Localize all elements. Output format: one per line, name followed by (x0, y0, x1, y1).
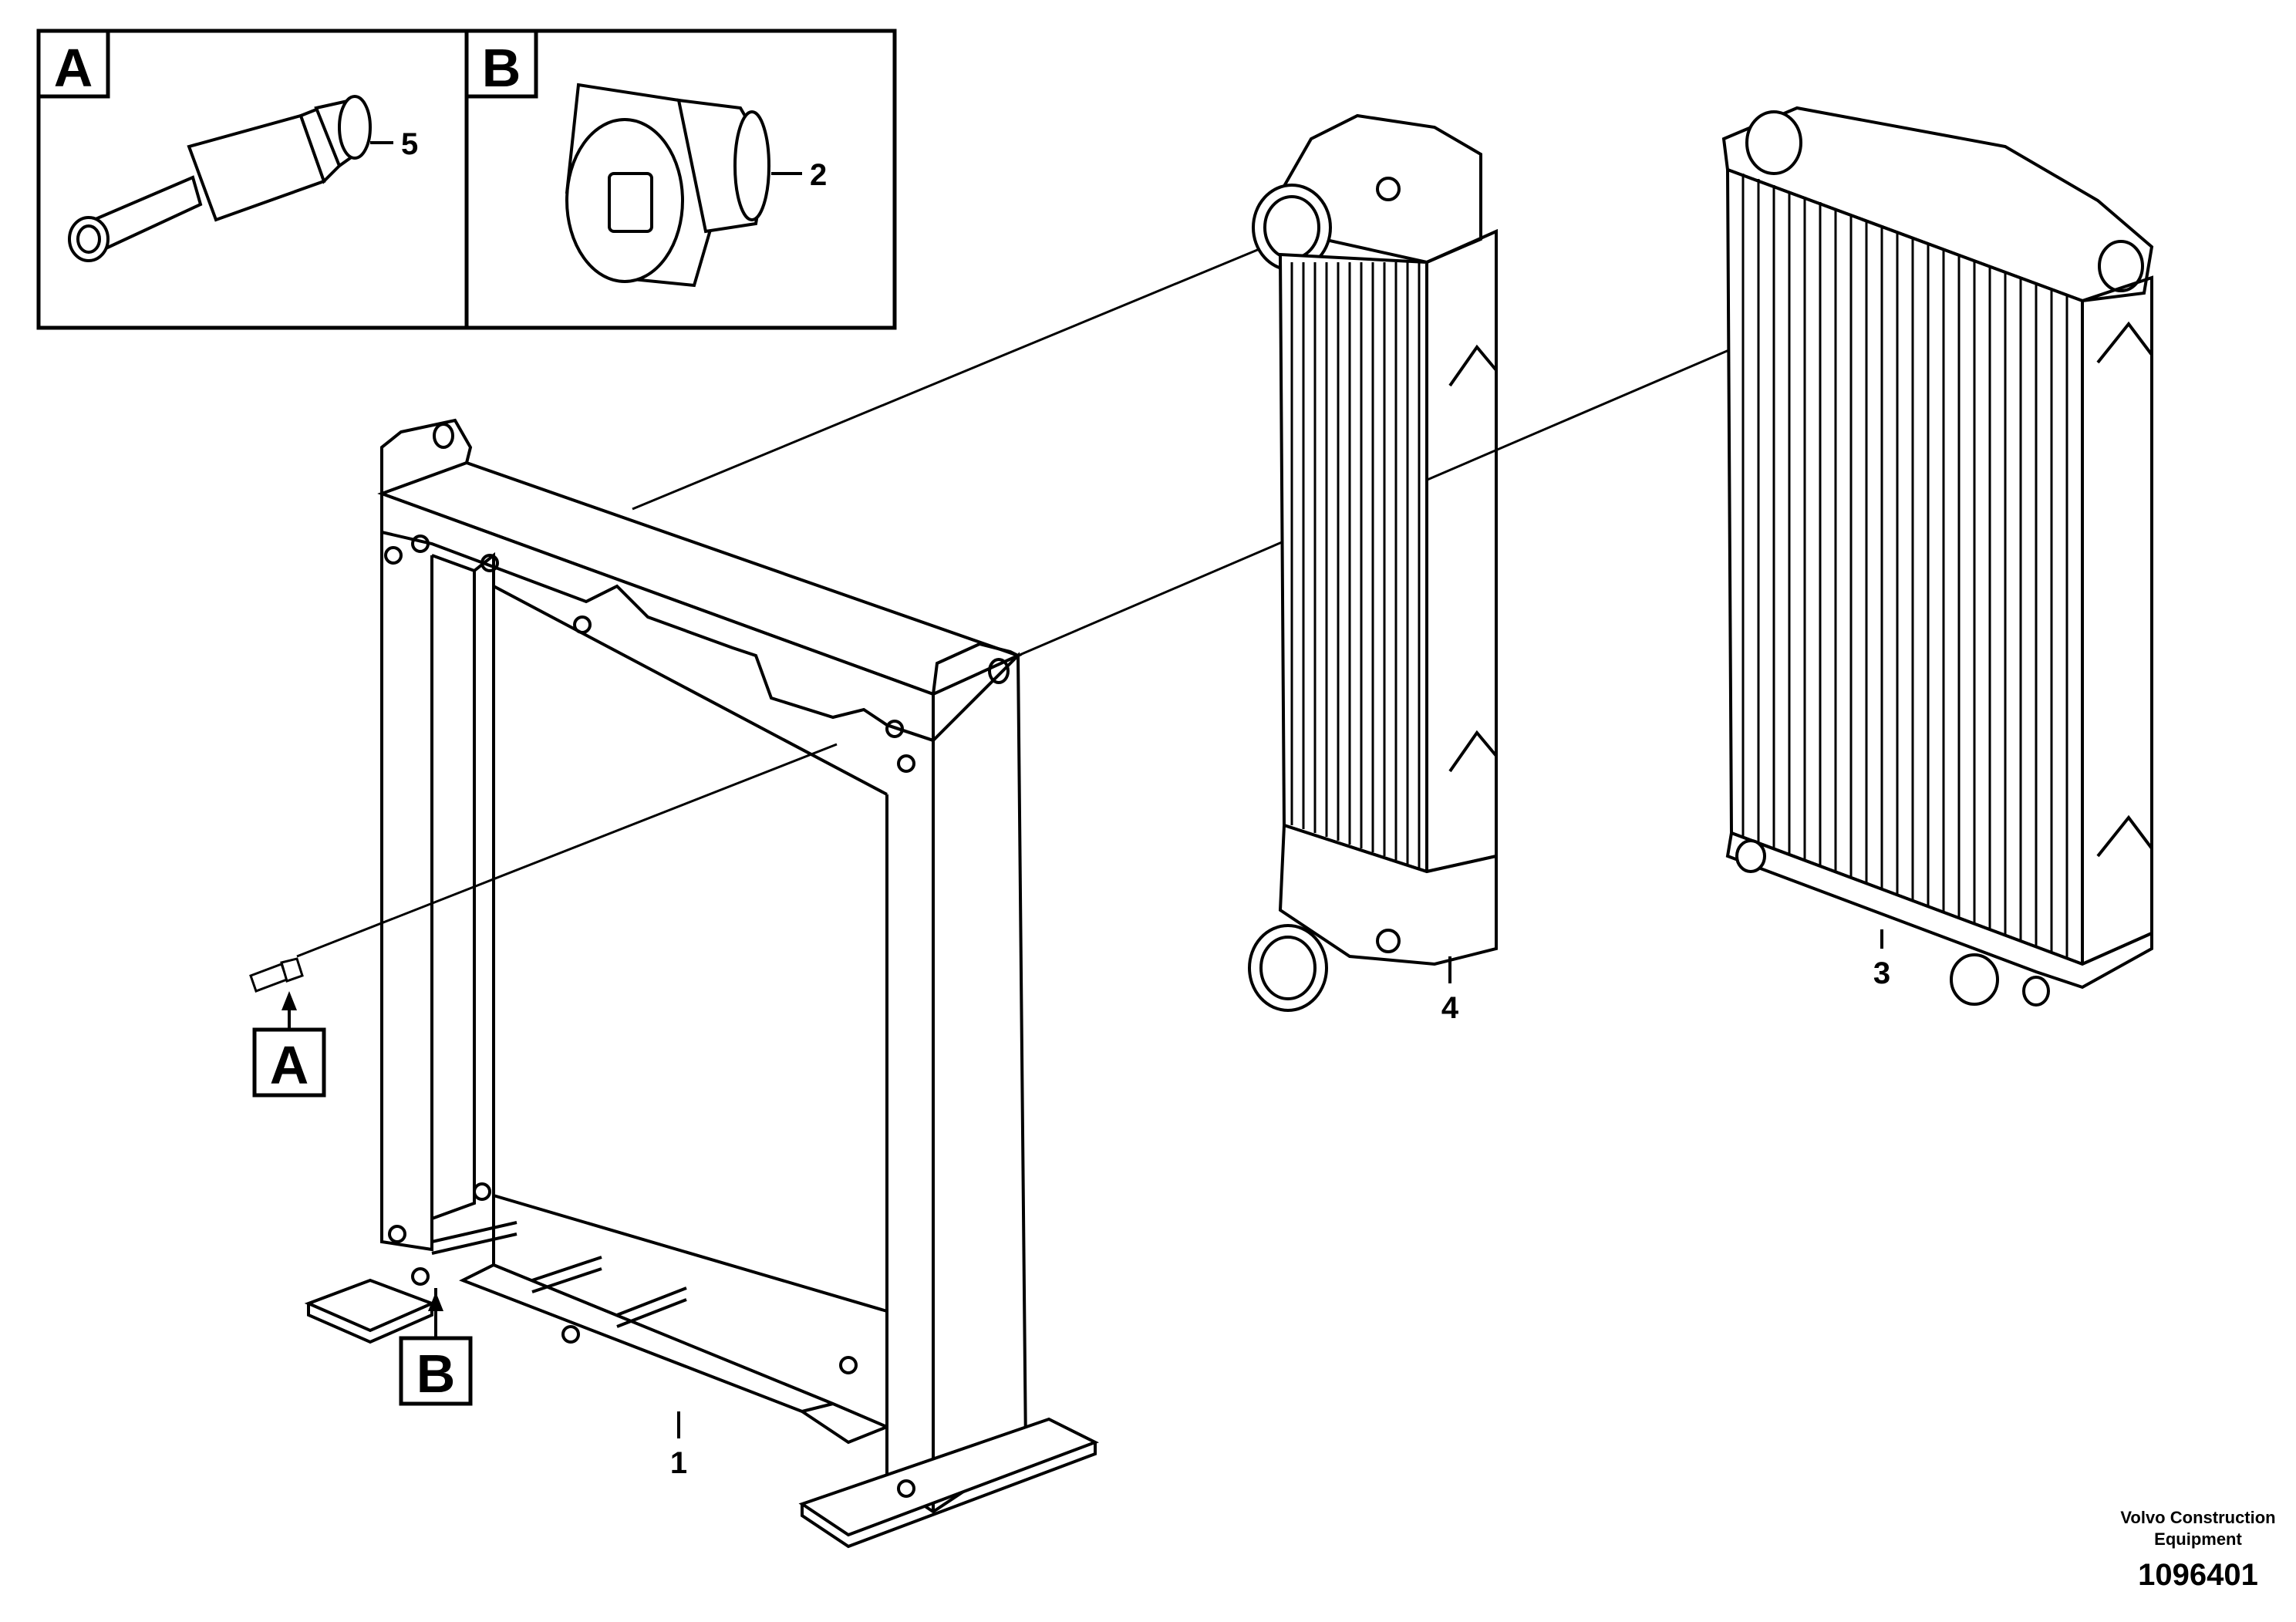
part-label-3: 3 (1873, 956, 1890, 990)
part-label-4: 4 (1441, 991, 1459, 1025)
detail-box-b-letter: B (482, 38, 521, 98)
callout-b-letter: B (416, 1344, 456, 1404)
brand-line-1: Volvo Construction (2120, 1508, 2275, 1527)
fitting-detail-a-location (249, 957, 304, 993)
radiator-part-3 (1721, 106, 2154, 1007)
detail-box-a-letter: A (54, 38, 93, 98)
callout-a-letter: A (270, 1035, 309, 1095)
part-label-5: 5 (401, 127, 418, 161)
drawing-number: 1096401 (2138, 1558, 2258, 1592)
frame-part-1 (304, 418, 1099, 1549)
callout-b: B (399, 1288, 473, 1406)
detail-box-a: A 5 (36, 29, 469, 330)
part-label-2: 2 (810, 158, 827, 192)
charge-air-cooler-part-4 (1248, 113, 1498, 1012)
part-label-1: 1 (670, 1446, 687, 1480)
callout-a: A (252, 991, 326, 1098)
plug-part-2 (565, 83, 770, 288)
detail-box-b: B 2 (464, 29, 897, 330)
brand-line-2: Equipment (2154, 1529, 2242, 1549)
fitting-part-5 (68, 95, 372, 262)
